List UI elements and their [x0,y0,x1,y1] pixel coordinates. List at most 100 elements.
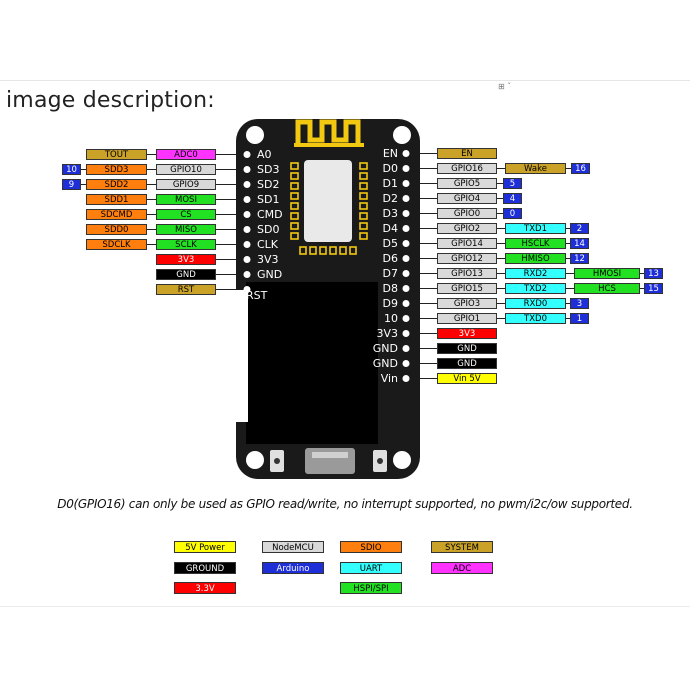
pin-name-right: D7 [382,266,398,280]
pin-name-right: D6 [382,251,398,265]
pin-hole-right [402,375,410,382]
right-gpio-label: GPIO1 [437,313,497,324]
pin-hole-right [402,270,410,277]
left-gpio-label: CS [156,209,216,220]
usb-port [312,452,348,458]
right-gpio-label: GPIO13 [437,268,497,279]
left-function-label: SDCMD [86,209,147,220]
module-pad [359,232,368,240]
left-gpio-label: GPIO10 [156,164,216,175]
module-pad [290,222,299,230]
left-gpio-label: 3V3 [156,254,216,265]
right-gpio-label: GPIO5 [437,178,497,189]
pin-name-right: D0 [382,161,398,175]
legend-item: NodeMCU [262,541,324,553]
page-heading: image description: [6,88,215,113]
module-pad [359,192,368,200]
right-hspi-label: HCS [574,283,640,294]
right-function-label: RXD2 [505,268,566,279]
left-gpio-label: MOSI [156,194,216,205]
left-gpio-label: RST [156,284,216,295]
esp-shield [304,160,352,242]
pin-name-left: 3V3 [257,252,279,266]
antenna-trace [295,119,361,145]
right-arduino-number: 3 [570,298,589,309]
pin-hole-right [402,285,410,292]
module-pad [359,212,368,220]
pin-hole-left [243,286,251,293]
pin-hole-left [243,211,251,218]
right-function-label: Wake [505,163,566,174]
right-gpio-label: Vin 5V [437,373,497,384]
display-area [246,282,378,444]
left-gpio-label: SCLK [156,239,216,250]
board-edge-notch [236,290,248,422]
module-pad [329,246,337,255]
pin-name-left: GND [257,267,283,281]
right-gpio-label: GPIO12 [437,253,497,264]
mounting-hole-bottom-right [393,451,411,469]
module-pad [359,202,368,210]
pin-name-right: D9 [382,296,398,310]
legend-item: 3.3V [174,582,236,594]
module-pads [290,162,368,255]
mounting-hole-top-right [393,126,411,144]
pin-hole-right [402,345,410,352]
right-gpio-label: GPIO0 [437,208,497,219]
right-gpio-label: GPIO3 [437,298,497,309]
module-pad [290,192,299,200]
right-gpio-label: 3V3 [437,328,497,339]
pin-hole-right [402,210,410,217]
right-gpio-label: GPIO4 [437,193,497,204]
right-function-label: TXD0 [505,313,566,324]
pin-hole-right [402,150,410,157]
antenna-base [294,143,364,147]
usb-connector [305,448,355,474]
pin-name-right: D4 [382,221,398,235]
right-gpio-label: GPIO2 [437,223,497,234]
mounting-hole-bottom-left [246,451,264,469]
right-arduino-number: 12 [570,253,589,264]
module-pad [359,182,368,190]
right-gpio-label: GPIO15 [437,283,497,294]
right-function-label: TXD2 [505,283,566,294]
right-gpio-label: EN [437,148,497,159]
pin-hole-left [243,196,251,203]
legend-item: HSPI/SPI [340,582,402,594]
module-pad [359,222,368,230]
pin-name-left: SD1 [257,192,280,206]
left-arduino-number: 10 [62,164,81,175]
pin-name-left: CMD [257,207,283,221]
reset-button-cap [274,458,280,464]
right-gpio-label: GND [437,343,497,354]
right-function-label: HMISO [505,253,566,264]
pin-name-right: D3 [382,206,398,220]
module-pad [290,162,299,170]
module-pad [299,246,307,255]
right-function-label: TXD1 [505,223,566,234]
pin-hole-right [402,165,410,172]
pin-name-right: Vin [380,371,398,385]
pin-hole-left [243,271,251,278]
legend-item: Arduino [262,562,324,574]
legend-item: ADC [431,562,493,574]
flash-button-cap [377,458,383,464]
module-pad [290,232,299,240]
right-arduino-number: 16 [571,163,590,174]
pin-hole-right [402,180,410,187]
pin-name-right: 3V3 [376,326,398,340]
pin-name-left: SD2 [257,177,280,191]
pin-hole-left [243,241,251,248]
right-arduino-number: 14 [570,238,589,249]
legend-item: UART [340,562,402,574]
module-pad [290,212,299,220]
content-frame [0,80,690,607]
pin-name-left: SD0 [257,222,280,236]
corner-icons: ⊞ ˇ [498,82,512,91]
pin-name-right: GND [372,341,398,355]
pin-hole-left [243,181,251,188]
pin-hole-right [402,360,410,367]
pin-hole-right [402,225,410,232]
right-gpio-label: GPIO16 [437,163,497,174]
module-pad [339,246,347,255]
